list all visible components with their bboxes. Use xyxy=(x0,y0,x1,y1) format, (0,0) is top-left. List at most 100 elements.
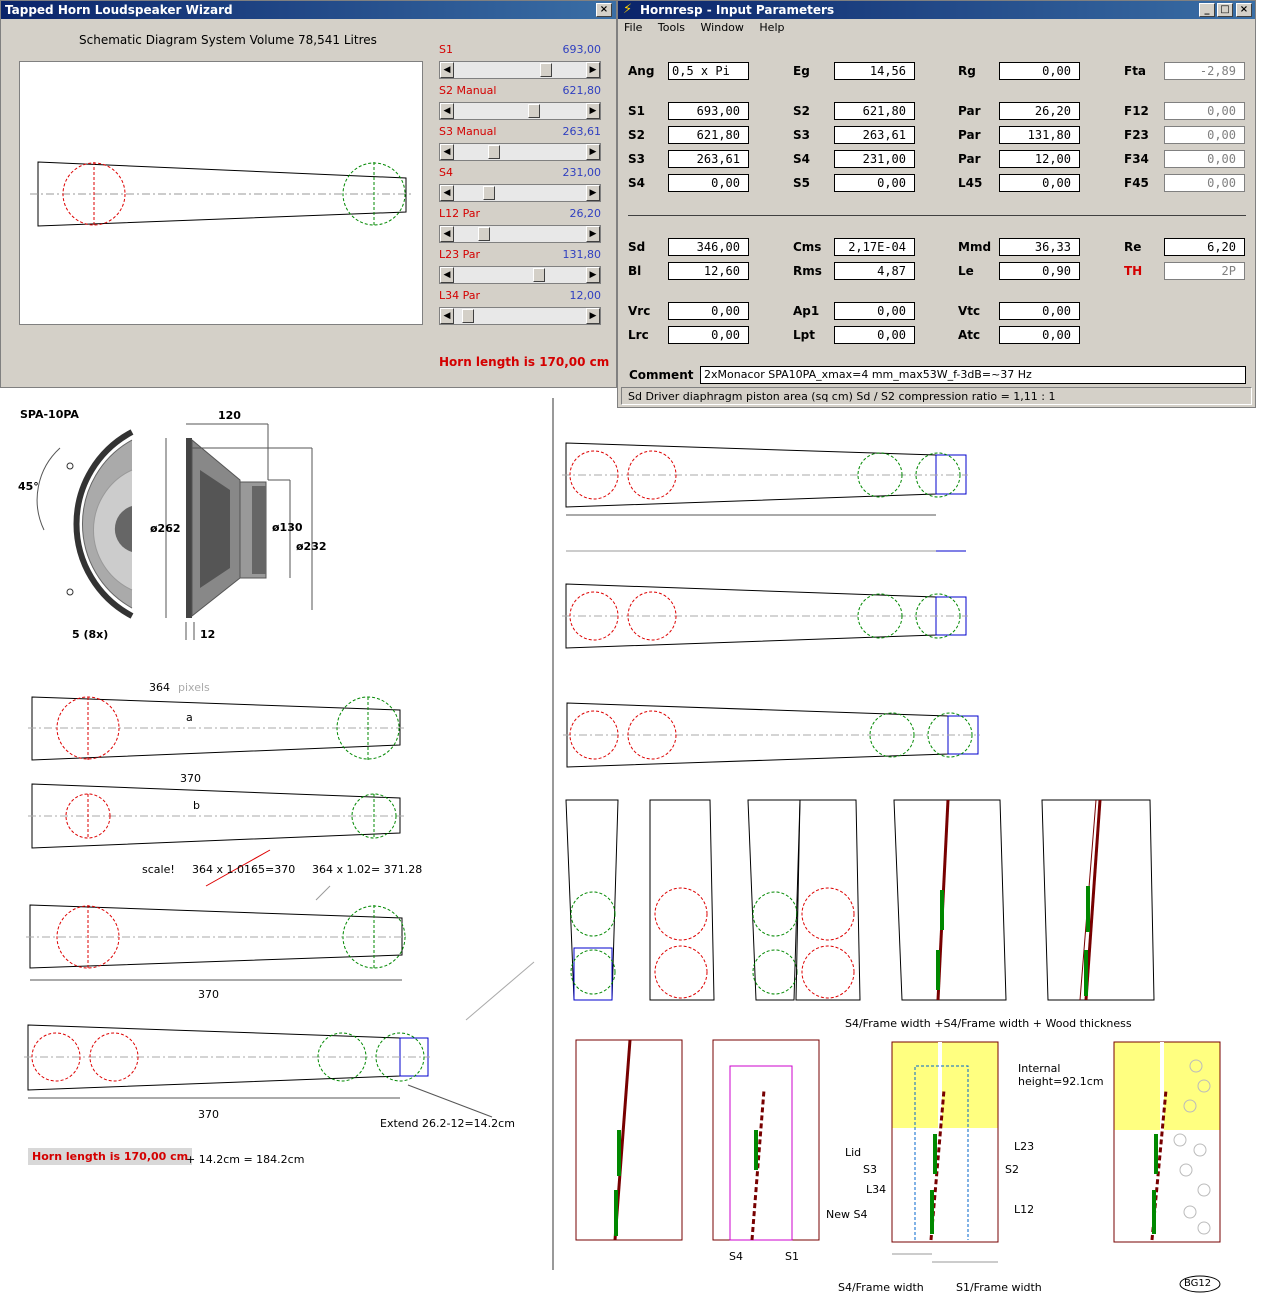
param-field[interactable]: 4,87 xyxy=(834,262,915,280)
len-370-b: 370 xyxy=(198,988,219,1001)
param-field[interactable]: 0,00 xyxy=(999,62,1080,80)
param-field[interactable]: 0,00 xyxy=(668,302,749,320)
close-button[interactable]: × xyxy=(596,3,612,17)
param-field[interactable]: 26,20 xyxy=(999,102,1080,120)
param-label: S4 xyxy=(793,152,810,166)
arrow-right-icon[interactable]: ▶ xyxy=(586,144,600,160)
param-label: Mmd xyxy=(958,240,992,254)
slider-thumb[interactable] xyxy=(487,145,500,159)
arrow-right-icon[interactable]: ▶ xyxy=(586,185,600,201)
driver-name: SPA-10PA xyxy=(20,408,79,421)
param-field[interactable]: 12,00 xyxy=(999,150,1080,168)
height-label: height=92.1cm xyxy=(1018,1075,1104,1088)
arrow-right-icon[interactable]: ▶ xyxy=(586,226,600,242)
param-field[interactable]: 14,56 xyxy=(834,62,915,80)
param-field[interactable]: 231,00 xyxy=(834,150,915,168)
slider-label: S4 xyxy=(439,166,453,179)
dim-5: 5 (8x) xyxy=(72,628,109,641)
l12-label: L12 xyxy=(1014,1203,1035,1216)
arrow-left-icon[interactable]: ◀ xyxy=(440,226,454,242)
l34-label: L34 xyxy=(866,1183,887,1196)
param-field[interactable]: 0,00 xyxy=(999,326,1080,344)
param-field[interactable]: 2P xyxy=(1164,262,1245,280)
slider-track[interactable]: ◀▶ xyxy=(439,184,601,202)
param-label: F12 xyxy=(1124,104,1149,118)
param-field[interactable]: 0,00 xyxy=(834,326,915,344)
slider-track[interactable]: ◀▶ xyxy=(439,266,601,284)
param-field[interactable]: 0,00 xyxy=(668,174,749,192)
box-2 xyxy=(712,1039,820,1241)
param-field[interactable]: 0,00 xyxy=(999,302,1080,320)
minimize-button[interactable]: _ xyxy=(1199,3,1215,17)
param-label: Vtc xyxy=(958,304,981,318)
param-field[interactable]: 12,60 xyxy=(668,262,749,280)
param-field[interactable]: 0,00 xyxy=(999,174,1080,192)
bg12-logo: BG12 xyxy=(1184,1278,1212,1289)
slider-thumb[interactable] xyxy=(462,309,475,323)
arrow-left-icon[interactable]: ◀ xyxy=(440,267,454,283)
slider-thumb[interactable] xyxy=(533,268,546,282)
param-label: S5 xyxy=(793,176,810,190)
arrow-right-icon[interactable]: ▶ xyxy=(586,267,600,283)
slider-thumb[interactable] xyxy=(540,63,553,77)
param-field[interactable]: 0,00 xyxy=(1164,102,1245,120)
menu-window[interactable]: Window xyxy=(700,21,744,34)
param-field[interactable]: 6,20 xyxy=(1164,238,1245,256)
slider-track[interactable]: ◀▶ xyxy=(439,143,601,161)
slider-thumb[interactable] xyxy=(528,104,541,118)
menu-file[interactable]: File xyxy=(624,21,643,34)
param-field[interactable]: 0,90 xyxy=(999,262,1080,280)
slider-thumb[interactable] xyxy=(478,227,490,241)
param-field[interactable]: 621,80 xyxy=(668,126,749,144)
param-label: S1 xyxy=(628,104,645,118)
wizard-titlebar: Tapped Horn Loudspeaker Wizard × xyxy=(1,1,616,19)
param-field[interactable]: 0,5 x Pi xyxy=(668,62,749,80)
slider-label: S3 Manual xyxy=(439,125,497,138)
param-field[interactable]: 346,00 xyxy=(668,238,749,256)
param-field[interactable]: 0,00 xyxy=(1164,126,1245,144)
slider-track[interactable]: ◀▶ xyxy=(439,61,601,79)
param-label: Vrc xyxy=(628,304,651,318)
slider-track[interactable]: ◀▶ xyxy=(439,307,601,325)
param-field[interactable]: 0,00 xyxy=(1164,150,1245,168)
slider-track[interactable]: ◀▶ xyxy=(439,102,601,120)
maximize-button[interactable]: □ xyxy=(1217,3,1233,17)
param-field[interactable]: 693,00 xyxy=(668,102,749,120)
menu-help[interactable]: Help xyxy=(759,21,785,34)
param-field[interactable]: 263,61 xyxy=(668,150,749,168)
param-field[interactable]: 263,61 xyxy=(834,126,915,144)
param-field[interactable]: 621,80 xyxy=(834,102,915,120)
arrow-left-icon[interactable]: ◀ xyxy=(440,185,454,201)
slider-track[interactable]: ◀▶ xyxy=(439,225,601,243)
label-b: b xyxy=(193,799,200,812)
param-field[interactable]: -2,89 xyxy=(1164,62,1245,80)
arrow-right-icon[interactable]: ▶ xyxy=(586,103,600,119)
arrow-left-icon[interactable]: ◀ xyxy=(440,308,454,324)
param-field[interactable]: 0,00 xyxy=(1164,174,1245,192)
param-label: Le xyxy=(958,264,974,278)
lid-label: Lid xyxy=(845,1146,862,1159)
box-3 xyxy=(891,1041,999,1263)
param-field[interactable]: 131,80 xyxy=(999,126,1080,144)
param-label: Par xyxy=(958,104,981,118)
comment-field[interactable]: 2xMonacor SPA10PA_xmax=4 mm_max53W_f-3dB… xyxy=(700,366,1246,384)
param-label: F34 xyxy=(1124,152,1149,166)
menu-tools[interactable]: Tools xyxy=(657,21,686,34)
slider-thumb[interactable] xyxy=(482,186,495,200)
arrow-left-icon[interactable]: ◀ xyxy=(440,103,454,119)
param-field[interactable]: 0,00 xyxy=(834,174,915,192)
param-field[interactable]: 2,17E-04 xyxy=(834,238,915,256)
dim-130: ø130 xyxy=(272,521,303,534)
arrow-right-icon[interactable]: ▶ xyxy=(586,308,600,324)
arrow-left-icon[interactable]: ◀ xyxy=(440,62,454,78)
l23-label: L23 xyxy=(1014,1140,1035,1153)
arrow-right-icon[interactable]: ▶ xyxy=(586,62,600,78)
label-a: a xyxy=(186,711,193,724)
param-field[interactable]: 0,00 xyxy=(834,302,915,320)
close-button[interactable]: × xyxy=(1236,3,1252,17)
param-label: Re xyxy=(1124,240,1142,254)
param-field[interactable]: 0,00 xyxy=(668,326,749,344)
box-4 xyxy=(1113,1041,1221,1243)
arrow-left-icon[interactable]: ◀ xyxy=(440,144,454,160)
param-field[interactable]: 36,33 xyxy=(999,238,1080,256)
